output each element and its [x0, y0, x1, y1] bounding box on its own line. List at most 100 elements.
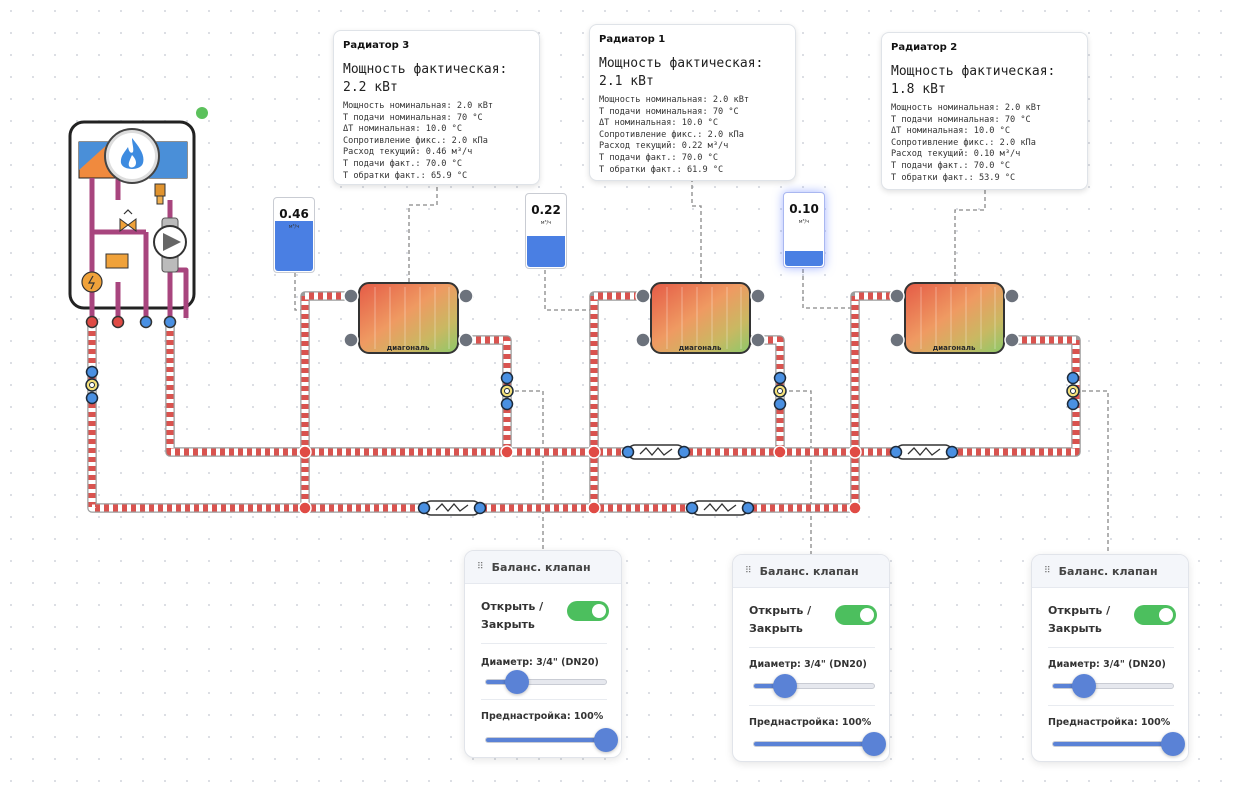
power-label: Мощность фактическая:	[891, 64, 1056, 79]
panel-title: Баланс. клапан	[491, 560, 591, 574]
power-value: 1.8 кВт	[891, 82, 946, 97]
info-row: ΔT номинальная: 10.0 °C	[599, 118, 718, 129]
open-close-toggle[interactable]	[567, 601, 609, 621]
connectors	[85, 365, 1080, 411]
flow-gauge-value: 0.10	[789, 202, 819, 216]
boiler[interactable]	[68, 120, 196, 329]
slider-fill	[754, 742, 874, 746]
flow-gauge-fill	[275, 221, 313, 271]
preset-slider[interactable]	[1052, 732, 1185, 756]
drag-handle-icon[interactable]: ⠿	[745, 566, 752, 576]
slider-fill	[486, 738, 606, 742]
toggle-label: Открыть / Закрыть	[749, 604, 812, 635]
info-row: Т подачи факт.: 70.0 °C	[599, 152, 718, 163]
info-row: Т подачи номинальная: 70 °C	[599, 106, 739, 117]
info-row: Т подачи факт.: 70.0 °C	[891, 160, 1010, 171]
drag-handle-icon[interactable]: ⠿	[1044, 566, 1051, 576]
flow-gauge-value: 0.22	[531, 203, 561, 217]
slider-fill	[1053, 742, 1173, 746]
pipe-junctions	[298, 445, 862, 515]
radiator-2[interactable]: диагональ	[889, 282, 1020, 354]
divider	[749, 647, 875, 648]
divider	[749, 705, 875, 706]
flow-gauge-value: 0.46	[279, 207, 309, 221]
flow-gauge-3[interactable]: 0.46 м³/ч	[273, 197, 315, 273]
info-row: Т обратки факт.: 65.9 °C	[343, 170, 468, 181]
toggle-knob	[860, 608, 874, 622]
balance-valve-panel-2[interactable]: ⠿ Баланс. клапан Открыть / Закрыть Диаме…	[1031, 554, 1189, 762]
info-row: Расход текущий: 0.22 м³/ч	[599, 141, 729, 152]
info-row: Мощность номинальная: 2.0 кВт	[891, 103, 1042, 113]
flow-gauge-unit: м³/ч	[540, 220, 552, 226]
leader-card-r1	[691, 178, 702, 282]
slider-thumb[interactable]	[1161, 732, 1185, 756]
flow-gauge-unit: м³/ч	[798, 219, 810, 225]
open-close-toggle[interactable]	[1134, 605, 1176, 625]
power-label: Мощность фактическая:	[599, 56, 764, 71]
panel-header[interactable]: ⠿ Баланс. клапан	[465, 551, 621, 584]
flame-icon	[120, 138, 144, 169]
info-row: Т подачи номинальная: 70 °C	[343, 112, 483, 123]
leader-lines	[294, 178, 1109, 555]
flow-gauge-unit: м³/ч	[288, 224, 300, 230]
slider-thumb[interactable]	[594, 728, 618, 752]
slider-thumb[interactable]	[505, 670, 530, 694]
info-row: Сопротивление фикс.: 2.0 кПа	[891, 137, 1036, 148]
slider-fill	[1053, 684, 1085, 688]
compensator[interactable]	[417, 500, 487, 516]
compensators	[417, 444, 959, 516]
diameter-slider[interactable]	[485, 670, 607, 694]
panel-header[interactable]: ⠿ Баланс. клапан	[1032, 555, 1188, 588]
balance-valve-panel-1[interactable]: ⠿ Баланс. клапан Открыть / Закрыть Диаме…	[732, 554, 890, 762]
card-title: Радиатор 1	[599, 34, 666, 45]
radiator-connection-label: диагональ	[933, 344, 976, 352]
info-row: Расход текущий: 0.10 м³/ч	[891, 149, 1021, 160]
open-close-toggle[interactable]	[835, 605, 877, 625]
compensator[interactable]	[621, 444, 691, 460]
info-row: Расход текущий: 0.46 м³/ч	[343, 147, 473, 158]
info-row: ΔT номинальная: 10.0 °C	[891, 126, 1010, 137]
radiator-connection-label: диагональ	[387, 344, 430, 352]
radiator-info-card-2[interactable]: Радиатор 2 Мощность фактическая: 1.8 кВт…	[881, 32, 1088, 190]
power-label: Мощность фактическая:	[343, 62, 508, 77]
diameter-slider[interactable]	[1052, 674, 1174, 698]
radiator-info-card-3[interactable]: Радиатор 3 Мощность фактическая: 2.2 кВт…	[333, 30, 540, 185]
slider-fill	[486, 680, 518, 684]
actuator-icon	[154, 183, 166, 205]
diameter-slider[interactable]	[753, 674, 875, 698]
preset-slider[interactable]	[485, 728, 618, 752]
preset-label: Преднастройка: 100%	[481, 711, 604, 722]
connector-icon[interactable]	[500, 371, 514, 411]
slider-thumb[interactable]	[862, 732, 886, 756]
flow-gauge-1[interactable]: 0.22 м³/ч	[525, 193, 567, 269]
power-value: 2.1 кВт	[599, 74, 654, 89]
compensator[interactable]	[889, 444, 959, 460]
drag-handle-icon[interactable]: ⠿	[477, 562, 484, 572]
balance-valve-panel-3[interactable]: ⠿ Баланс. клапан Открыть / Закрыть Диаме…	[464, 550, 622, 758]
preset-slider[interactable]	[753, 732, 886, 756]
connector-icon[interactable]	[85, 365, 99, 405]
connector-icon[interactable]	[1066, 371, 1080, 411]
slider-thumb[interactable]	[1072, 674, 1097, 698]
flow-gauge-fill	[527, 236, 565, 267]
panel-header[interactable]: ⠿ Баланс. клапан	[733, 555, 889, 588]
slider-thumb[interactable]	[773, 674, 798, 698]
preset-label: Преднастройка: 100%	[749, 717, 872, 728]
radiator-3[interactable]: диагональ	[343, 282, 474, 354]
toggle-knob	[1159, 608, 1173, 622]
info-row: Сопротивление фикс.: 2.0 кПа	[599, 129, 744, 140]
leader-valve-r1	[789, 390, 812, 555]
compensator[interactable]	[685, 500, 755, 516]
toggle-label: Открыть / Закрыть	[1048, 604, 1111, 635]
diameter-label: Диаметр: 3/4" (DN20)	[481, 657, 599, 668]
flow-gauge-2[interactable]: 0.10 м³/ч	[783, 192, 825, 268]
radiator-1[interactable]: диагональ	[635, 282, 766, 354]
radiator-connection-label: диагональ	[679, 344, 722, 352]
radiator-info-card-1[interactable]: Радиатор 1 Мощность фактическая: 2.1 кВт…	[589, 24, 796, 181]
toggle-knob	[592, 604, 606, 618]
panel-title: Баланс. клапан	[759, 564, 859, 578]
card-title: Радиатор 2	[891, 42, 958, 53]
diameter-label: Диаметр: 3/4" (DN20)	[1048, 659, 1166, 670]
connector-icon[interactable]	[773, 371, 787, 411]
